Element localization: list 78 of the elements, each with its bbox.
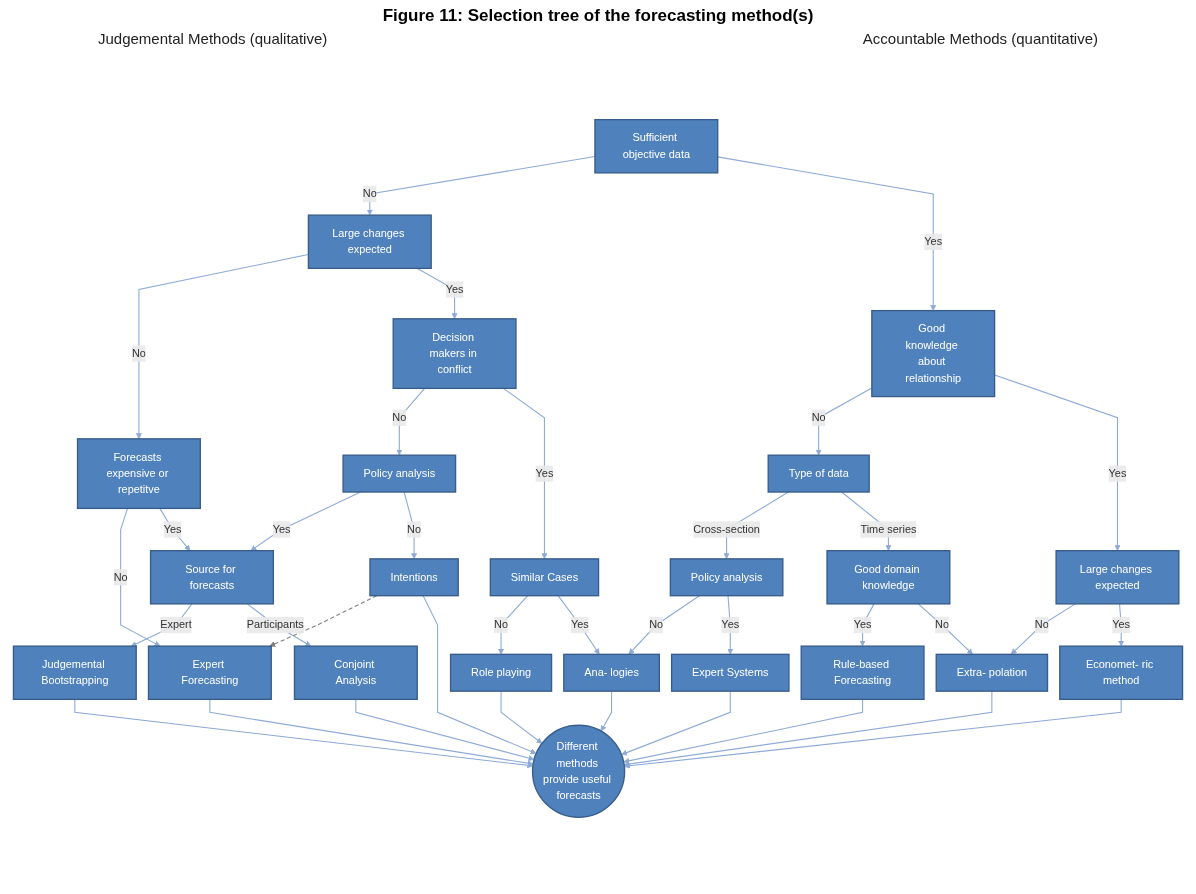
arrow — [355, 698, 535, 761]
arrow — [621, 690, 731, 756]
node-box: Judgemental Bootstrapping — [12, 645, 137, 701]
arrow — [209, 698, 534, 767]
edge-label: Expert — [160, 618, 192, 631]
section-heading: Accountable Methods (quantitative) — [862, 30, 1098, 47]
arrow — [246, 603, 312, 647]
edge-label: Yes — [853, 618, 872, 631]
node-box: Sufficient objective data — [594, 119, 719, 174]
node-box: Large changes expected — [1055, 550, 1180, 605]
edge-label: Yes — [535, 467, 554, 480]
edge-label: Yes — [1108, 467, 1127, 480]
node-box: Extra- polation — [935, 653, 1049, 692]
arrow — [120, 507, 161, 647]
edge-label: Yes — [445, 283, 464, 295]
node-box: Decision makers in conflict — [392, 318, 517, 390]
edge-label: Yes — [570, 618, 589, 631]
arrow — [159, 507, 191, 551]
edge-label: Yes — [163, 523, 182, 535]
arrow — [623, 698, 864, 764]
node-box: Ana- logies — [563, 653, 660, 692]
node-box: Economet- ric method — [1059, 645, 1184, 701]
arrow — [917, 603, 973, 655]
node-box: Conjoint Analysis — [293, 645, 418, 701]
arrow — [727, 595, 734, 655]
edge-label: No — [113, 571, 128, 583]
arrow — [624, 698, 1122, 769]
arrow — [74, 698, 534, 769]
arrow — [135, 253, 309, 440]
edge-label: No — [392, 411, 407, 424]
edge-label: No — [649, 618, 664, 631]
edge-label: Yes — [1112, 618, 1131, 631]
section-heading: Judgemental Methods (qualitative) — [98, 30, 328, 47]
arrow — [498, 595, 529, 655]
arrow — [628, 595, 700, 655]
arrow — [130, 603, 193, 647]
node-box: Expert Systems — [670, 653, 790, 692]
arrow — [859, 603, 875, 647]
edge-label: No — [811, 411, 826, 424]
edge-label: No — [407, 523, 422, 535]
edge-label: No — [494, 618, 509, 631]
edge-label: No — [131, 347, 146, 360]
node-box: Role playing — [449, 653, 553, 692]
edge-label: No — [1034, 618, 1049, 631]
arrow — [500, 690, 543, 744]
edge-label: Yes — [721, 618, 740, 631]
arrow — [717, 156, 937, 311]
node-box: Policy analysis — [342, 454, 457, 493]
arrow — [269, 595, 378, 647]
edge-label: Time series — [860, 523, 917, 535]
edge-label: Cross-section — [693, 523, 760, 535]
node-box: Policy analysis — [669, 558, 784, 597]
arrow — [557, 595, 600, 655]
node-box: Similar Cases — [489, 558, 600, 597]
node-box: Source for forecasts — [149, 550, 274, 605]
node-box: Good domain knowledge — [826, 550, 951, 605]
node-box: Large changes expected — [307, 214, 432, 269]
node-circle: Different methods provide useful forecasts — [531, 724, 626, 818]
arrow — [1118, 603, 1125, 647]
figure-title: Figure 11: Selection tree of the forecasting method(s) — [382, 6, 814, 26]
arrow — [623, 690, 993, 767]
arrow — [1010, 603, 1076, 655]
node-box: Forecasts expensive or repetitve — [76, 438, 201, 510]
node-box: Intentions — [369, 558, 459, 597]
edge-label: Yes — [272, 523, 291, 535]
edge-label: Participants — [246, 618, 304, 631]
node-box: Type of data — [767, 454, 870, 493]
arrow — [422, 595, 537, 755]
arrow — [994, 374, 1121, 551]
arrow — [502, 387, 548, 560]
node-box: Good knowledge about relationship — [871, 309, 996, 398]
edge-label: No — [935, 618, 949, 631]
arrow — [600, 690, 613, 732]
edge-label: No — [362, 187, 377, 200]
node-box: Expert Forecasting — [147, 645, 272, 701]
edge-label: Yes — [924, 235, 943, 248]
arrow — [403, 491, 418, 560]
node-box: Rule-based Forecasting — [800, 645, 925, 701]
